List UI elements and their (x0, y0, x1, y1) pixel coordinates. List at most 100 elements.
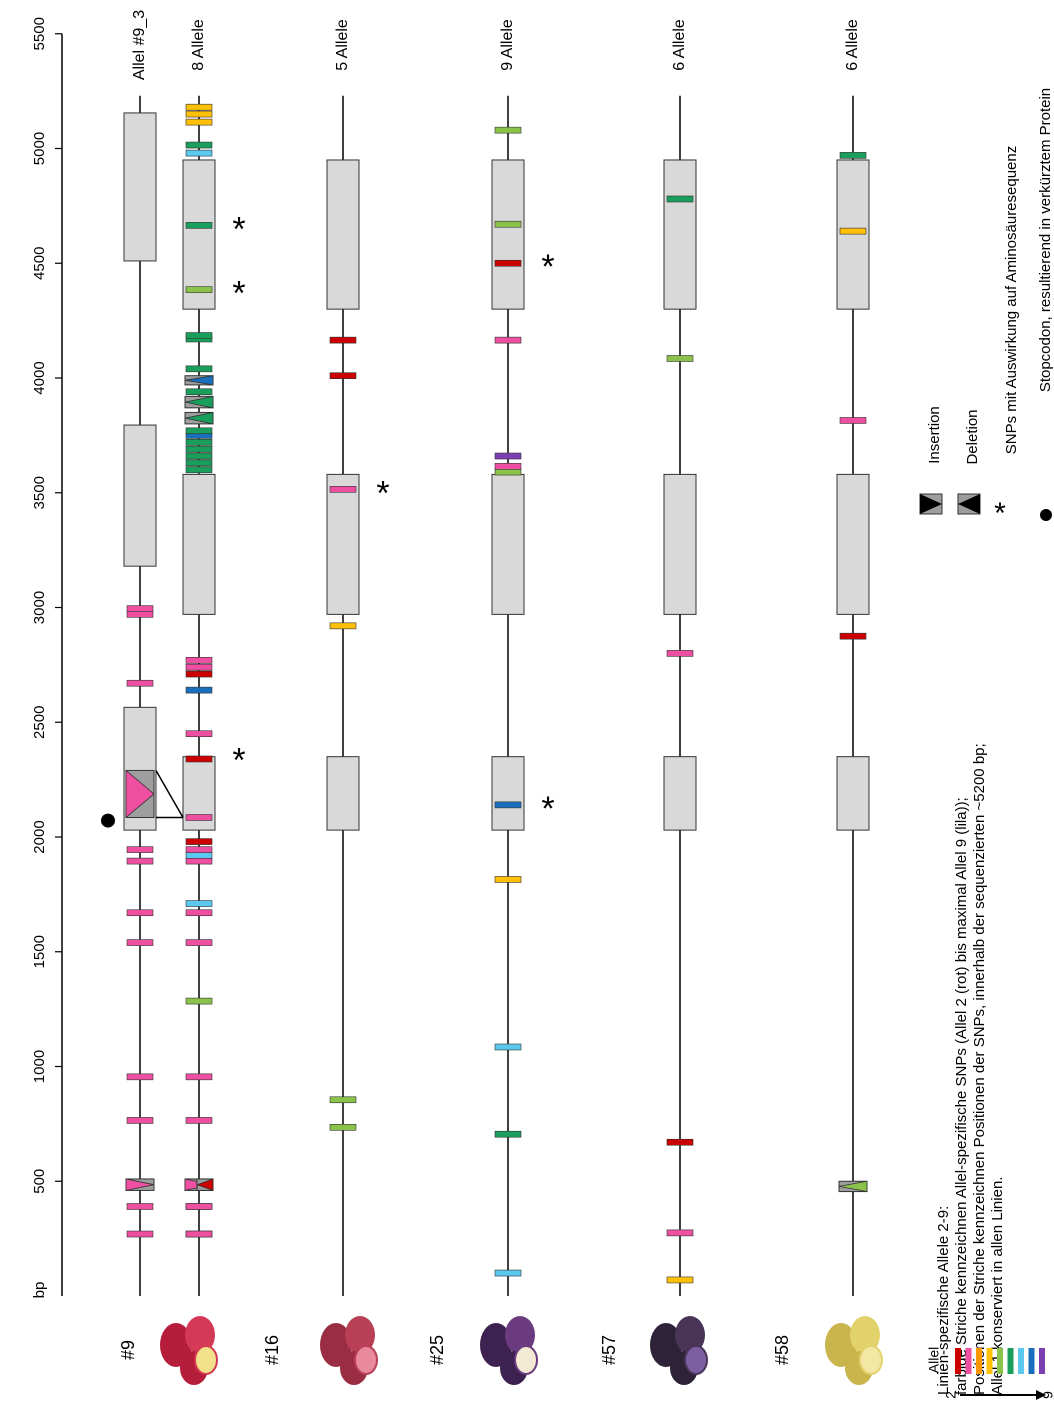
allele-color-bar (997, 1348, 1003, 1374)
snp-mark (185, 365, 213, 373)
tuber-part (825, 1323, 857, 1367)
deletion-triangle (184, 375, 214, 386)
snp-mark (185, 997, 213, 1005)
exon-box (491, 473, 525, 615)
exon-box (836, 756, 870, 831)
snp-mark (126, 1073, 154, 1081)
track-label: 8 Allele (190, 19, 207, 71)
insertion-triangle (125, 1178, 155, 1191)
snp-mark (126, 605, 154, 612)
tuber-part (185, 1316, 215, 1354)
snp-mark (329, 622, 357, 630)
effect-star: * (232, 210, 245, 248)
track-label: Allel #9_3 (131, 10, 148, 80)
snp-mark (126, 611, 154, 618)
snp-mark (494, 1043, 522, 1051)
star-legend-label: SNPs mit Auswirkung auf Aminosäuresequen… (1003, 146, 1020, 455)
insertion-legend-label: Insertion (926, 406, 943, 464)
snp-mark (185, 755, 213, 763)
snp-mark (185, 670, 213, 678)
axis-tick-label: 2000 (31, 820, 48, 853)
deletion-triangle (838, 1180, 868, 1193)
snp-mark (185, 1073, 213, 1081)
snp-mark (126, 679, 154, 687)
tuber-part (320, 1323, 352, 1367)
exon-box (326, 756, 360, 831)
snp-mark (494, 876, 522, 883)
snp-mark (126, 846, 154, 853)
snp-mark (185, 663, 213, 671)
snp-mark (185, 846, 213, 853)
snp-mark (494, 336, 522, 344)
allele-gradient-label: Allel (926, 1347, 942, 1373)
snp-mark (185, 110, 213, 118)
tuber-cut (859, 1345, 883, 1375)
axis-tick-label: 1500 (31, 935, 48, 968)
snp-mark (494, 1269, 522, 1277)
exon-box (663, 159, 697, 310)
row-label: #58 (772, 1335, 792, 1365)
insertion-legend-icon (920, 494, 942, 514)
tuber-potato-red-pink (320, 1316, 378, 1385)
track-t57: 6 Allele#57 (599, 19, 697, 1365)
snp-mark (185, 656, 213, 664)
exon-box (123, 424, 157, 567)
axis-tick-label: 3000 (31, 591, 48, 624)
exon-box (326, 159, 360, 310)
exon-box (836, 159, 870, 310)
snp-mark (126, 1117, 154, 1124)
snp-mark (666, 1276, 694, 1284)
allele-color-bar (1018, 1348, 1024, 1374)
tuber-part (850, 1316, 880, 1354)
allele-gradient-from: 2 (943, 1391, 959, 1399)
effect-star: * (232, 742, 245, 780)
track-label: 9 Allele (499, 19, 516, 71)
snp-mark (185, 103, 213, 111)
tuber-cut (194, 1345, 218, 1375)
exon-box (491, 756, 525, 831)
note-line: Positionen der Striche kennzeichnen Posi… (971, 743, 988, 1395)
snp-mark (185, 1203, 213, 1210)
snp-mark (329, 372, 357, 380)
snp-mark (839, 227, 867, 235)
track-t25: **9 Allele#25 (427, 19, 555, 1365)
exon-box (326, 473, 360, 615)
axis-tick-label: 5500 (31, 17, 48, 50)
snp-mark (185, 909, 213, 917)
tuber-part (505, 1316, 535, 1354)
tuber-cut (684, 1345, 708, 1375)
exon-box (491, 159, 525, 310)
snp-mark (185, 838, 213, 845)
track-t58: 6 Allele#58 (772, 19, 870, 1365)
tuber-potato-yellow (825, 1316, 883, 1385)
deletion-legend-icon (958, 494, 980, 514)
row-label: #9 (118, 1340, 138, 1360)
track-t9_3: Allel #9_3 (101, 10, 157, 1296)
stop-legend-icon (1040, 509, 1052, 521)
deletion-triangle (184, 395, 214, 409)
snp-mark (839, 632, 867, 640)
insertion-connector (155, 770, 184, 819)
snp-mark (329, 1124, 357, 1131)
snp-mark (185, 149, 213, 157)
snp-mark (494, 126, 522, 134)
effect-star: * (541, 248, 554, 286)
effect-star: * (376, 474, 389, 512)
track-label: 5 Allele (334, 19, 351, 71)
row-label: #25 (427, 1335, 447, 1365)
snp-mark (185, 730, 213, 738)
snp-mark (666, 355, 694, 362)
track-t9: ***8 Allele#9 (118, 19, 246, 1360)
note-line: farbige Striche kennzeichnen Allel-spezi… (953, 797, 970, 1395)
snp-mark (185, 466, 213, 474)
snp-mark (185, 459, 213, 467)
snp-mark (494, 463, 522, 470)
connector-line (155, 770, 184, 818)
row-label: #16 (262, 1335, 282, 1365)
snp-mark (185, 900, 213, 907)
note-line: Allel 1 konserviert in allen Linien. (989, 1177, 1006, 1395)
axis-tick-label: 3500 (31, 476, 48, 509)
allele-arrow-head (1036, 1390, 1046, 1400)
